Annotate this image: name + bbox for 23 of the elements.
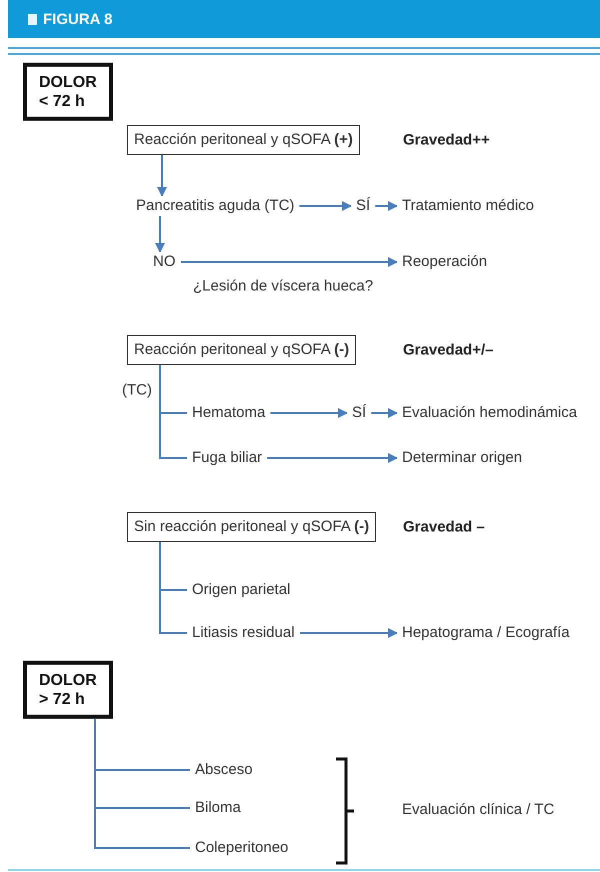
arrow	[157, 155, 167, 197]
process-box: DOLOR < 72 h	[23, 62, 113, 122]
edge-label: ¿Lesión de víscera hueca?	[193, 278, 374, 294]
figure-title: FIGURA 8	[43, 10, 112, 28]
severity-label: Gravedad+/–	[403, 342, 494, 358]
arrow	[371, 408, 398, 418]
severity-label: Gravedad –	[403, 518, 485, 536]
connector-line	[159, 365, 187, 459]
process-box: Reacción peritoneal y qSOFA (+)	[127, 125, 360, 155]
arrow	[270, 408, 348, 418]
arrow	[180, 257, 398, 267]
note-label: (TC)	[122, 382, 152, 398]
process-box: Sin reacción peritoneal y qSOFA (-)	[127, 512, 376, 542]
arrow	[267, 453, 398, 463]
arrow	[299, 201, 352, 211]
arrow	[300, 628, 398, 638]
process-box: Reacción peritoneal y qSOFA (-)	[127, 335, 356, 365]
arrow	[155, 216, 165, 253]
arrow	[375, 201, 398, 211]
process-box: DOLOR > 72 h	[23, 660, 113, 720]
severity-label: Gravedad++	[403, 132, 490, 148]
connector-line	[94, 719, 190, 849]
connector-line	[159, 542, 187, 634]
